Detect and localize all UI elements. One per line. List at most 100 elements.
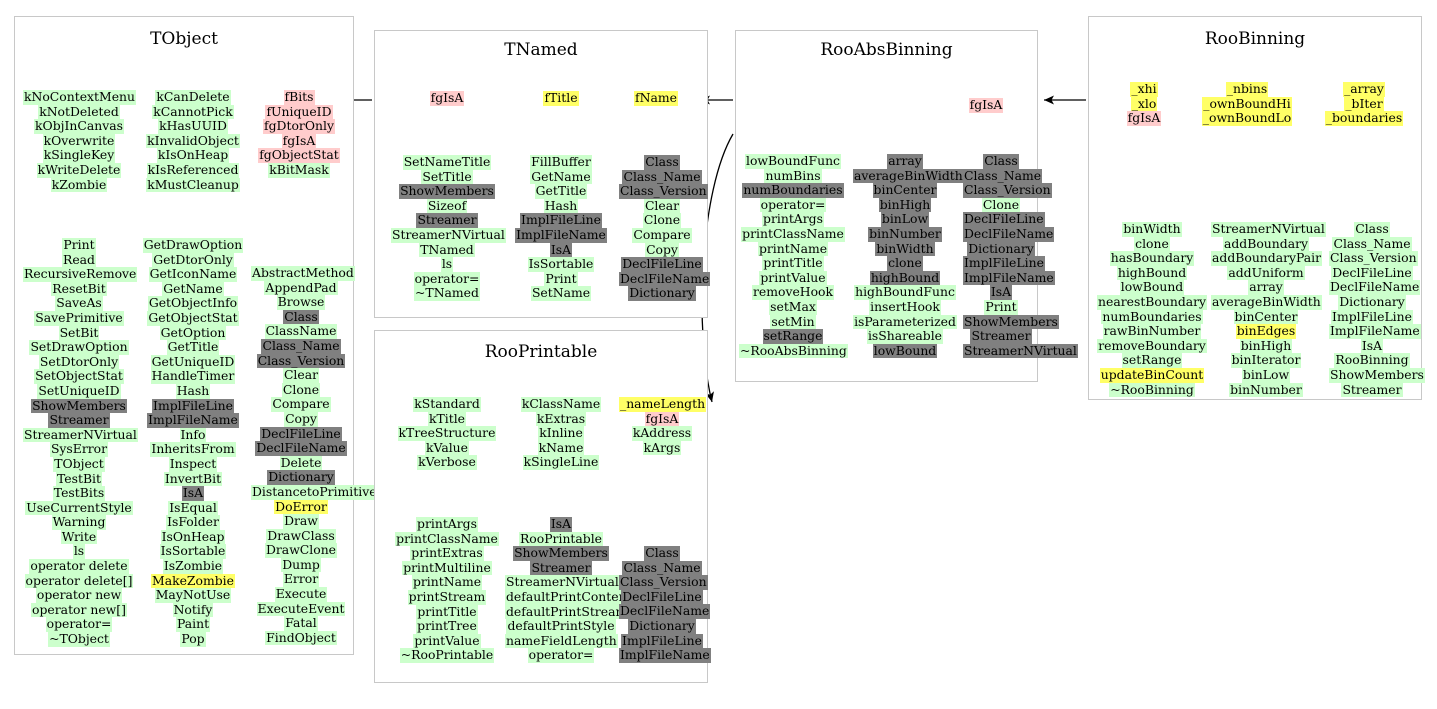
member-item[interactable]: Streamer bbox=[23, 413, 135, 428]
member-item[interactable]: Warning bbox=[23, 515, 135, 530]
member-item[interactable]: lowBound bbox=[1097, 280, 1207, 295]
member-item[interactable]: Browse bbox=[251, 295, 351, 310]
member-item[interactable]: Pop bbox=[137, 631, 249, 647]
member-item[interactable]: Class bbox=[1329, 221, 1415, 237]
member-item[interactable]: operator= bbox=[23, 617, 135, 633]
member-item[interactable]: kSingleKey bbox=[23, 148, 135, 163]
member-item[interactable]: binLow bbox=[1211, 367, 1321, 383]
member-item[interactable]: Error bbox=[251, 572, 351, 588]
member-item[interactable]: kZombie bbox=[23, 177, 135, 193]
member-item[interactable]: printClassName bbox=[391, 531, 503, 547]
member-item[interactable]: printName bbox=[391, 575, 503, 590]
member-item[interactable]: kTreeStructure bbox=[391, 426, 503, 441]
member-item[interactable]: printExtras bbox=[391, 546, 503, 561]
member-item[interactable]: GetTitle bbox=[137, 340, 249, 355]
member-item[interactable]: ShowMembers bbox=[391, 184, 503, 199]
member-item[interactable]: GetTitle bbox=[505, 184, 617, 199]
member-item[interactable]: operator delete[] bbox=[23, 573, 135, 589]
member-item[interactable]: kBitMask bbox=[251, 162, 347, 178]
member-item[interactable]: Inspect bbox=[137, 456, 249, 472]
member-item[interactable]: ~RooAbsBinning bbox=[739, 343, 848, 359]
member-item[interactable]: array bbox=[853, 153, 957, 169]
member-item[interactable]: Class_Name bbox=[251, 338, 351, 354]
member-item[interactable]: SysError bbox=[23, 442, 135, 457]
member-item[interactable]: DrawClass bbox=[251, 528, 351, 544]
member-item[interactable]: kExtras bbox=[505, 411, 617, 427]
member-item[interactable]: fgIsA bbox=[949, 97, 1023, 113]
member-item[interactable]: ImplFileLine bbox=[505, 213, 617, 228]
member-item[interactable]: defaultPrintStream bbox=[505, 604, 629, 620]
member-item[interactable]: printMultiline bbox=[391, 560, 503, 576]
member-item[interactable]: binWidth bbox=[1097, 221, 1207, 237]
member-item[interactable]: printName bbox=[739, 241, 847, 257]
member-item[interactable]: SetTitle bbox=[391, 169, 503, 185]
member-item[interactable]: Dictionary bbox=[1329, 294, 1415, 310]
member-item[interactable]: AppendPad bbox=[251, 280, 351, 296]
member-item[interactable]: SetBit bbox=[23, 325, 135, 341]
member-item[interactable]: Hash bbox=[505, 198, 617, 214]
member-item[interactable]: binCenter bbox=[853, 183, 957, 198]
member-item[interactable]: MayNotUse bbox=[137, 588, 249, 603]
member-item[interactable]: Streamer bbox=[391, 213, 503, 228]
member-item[interactable]: printTree bbox=[391, 619, 503, 634]
member-item[interactable]: printStream bbox=[391, 589, 503, 605]
member-item[interactable]: GetDrawOption bbox=[137, 237, 249, 253]
member-item[interactable]: IsSortable bbox=[137, 544, 249, 560]
member-item[interactable]: SetDtorOnly bbox=[23, 354, 135, 370]
member-item[interactable]: kCannotPick bbox=[137, 104, 249, 120]
member-item[interactable]: RecursiveRemove bbox=[23, 267, 138, 282]
member-item[interactable]: Print bbox=[23, 237, 135, 253]
member-item[interactable]: ClassName bbox=[251, 324, 351, 339]
member-item[interactable]: numBoundaries bbox=[1097, 309, 1207, 325]
member-item[interactable]: rawBinNumber bbox=[1097, 324, 1207, 339]
member-item[interactable]: IsFolder bbox=[137, 515, 249, 530]
member-item[interactable]: _xhi bbox=[1105, 81, 1183, 97]
member-item[interactable]: GetObjectStat bbox=[137, 310, 249, 326]
member-item[interactable]: updateBinCount bbox=[1097, 367, 1207, 383]
member-item[interactable]: lowBound bbox=[853, 343, 957, 359]
member-item[interactable]: isParameterized bbox=[853, 314, 957, 330]
member-item[interactable]: highBoundFunc bbox=[853, 285, 957, 300]
member-item[interactable]: Read bbox=[23, 252, 135, 268]
member-item[interactable]: TestBits bbox=[23, 485, 135, 501]
member-item[interactable]: kIsReferenced bbox=[137, 162, 249, 178]
member-item[interactable]: fName bbox=[619, 90, 693, 106]
member-item[interactable]: nameFieldLength bbox=[505, 633, 618, 649]
member-item[interactable]: DistancetoPrimitive bbox=[251, 484, 378, 500]
member-item[interactable]: kTitle bbox=[391, 411, 503, 427]
member-item[interactable]: Clear bbox=[251, 368, 351, 383]
member-item[interactable]: removeBoundary bbox=[1097, 338, 1207, 354]
member-item[interactable]: Clone bbox=[619, 213, 705, 228]
member-item[interactable]: binIterator bbox=[1211, 353, 1321, 368]
member-item[interactable]: ~RooPrintable bbox=[391, 648, 503, 663]
member-item[interactable]: Compare bbox=[251, 397, 351, 412]
member-item[interactable]: highBound bbox=[1097, 265, 1207, 281]
member-item[interactable]: ImplFileName bbox=[619, 648, 711, 663]
member-item[interactable]: Class_Version bbox=[1329, 251, 1418, 266]
member-item[interactable]: ImplFileLine bbox=[137, 398, 249, 414]
member-item[interactable]: fgIsA bbox=[391, 90, 503, 106]
member-item[interactable]: IsA bbox=[505, 516, 617, 532]
member-item[interactable]: numBins bbox=[739, 168, 847, 184]
member-item[interactable]: IsA bbox=[963, 285, 1039, 300]
member-item[interactable]: isShareable bbox=[853, 329, 957, 344]
member-item[interactable]: _nameLength bbox=[619, 396, 707, 412]
member-item[interactable]: Execute bbox=[251, 586, 351, 602]
member-item[interactable]: kClassName bbox=[505, 396, 617, 412]
member-item[interactable]: Notify bbox=[137, 602, 249, 618]
member-item[interactable]: ~TObject bbox=[23, 631, 135, 647]
member-item[interactable]: fgIsA bbox=[619, 411, 705, 427]
member-item[interactable]: fTitle bbox=[505, 90, 617, 106]
member-item[interactable]: ~RooBinning bbox=[1097, 382, 1207, 398]
member-item[interactable]: binCenter bbox=[1211, 309, 1321, 325]
member-item[interactable]: fgObjectStat bbox=[251, 148, 347, 163]
member-item[interactable]: RooPrintable bbox=[505, 531, 617, 547]
member-item[interactable]: InvertBit bbox=[137, 471, 249, 487]
member-item[interactable]: _array bbox=[1319, 81, 1409, 97]
member-item[interactable]: DeclFileLine bbox=[1329, 265, 1415, 281]
member-item[interactable]: kInline bbox=[505, 426, 617, 441]
member-item[interactable]: hasBoundary bbox=[1097, 251, 1207, 266]
member-item[interactable]: Clone bbox=[251, 382, 351, 398]
